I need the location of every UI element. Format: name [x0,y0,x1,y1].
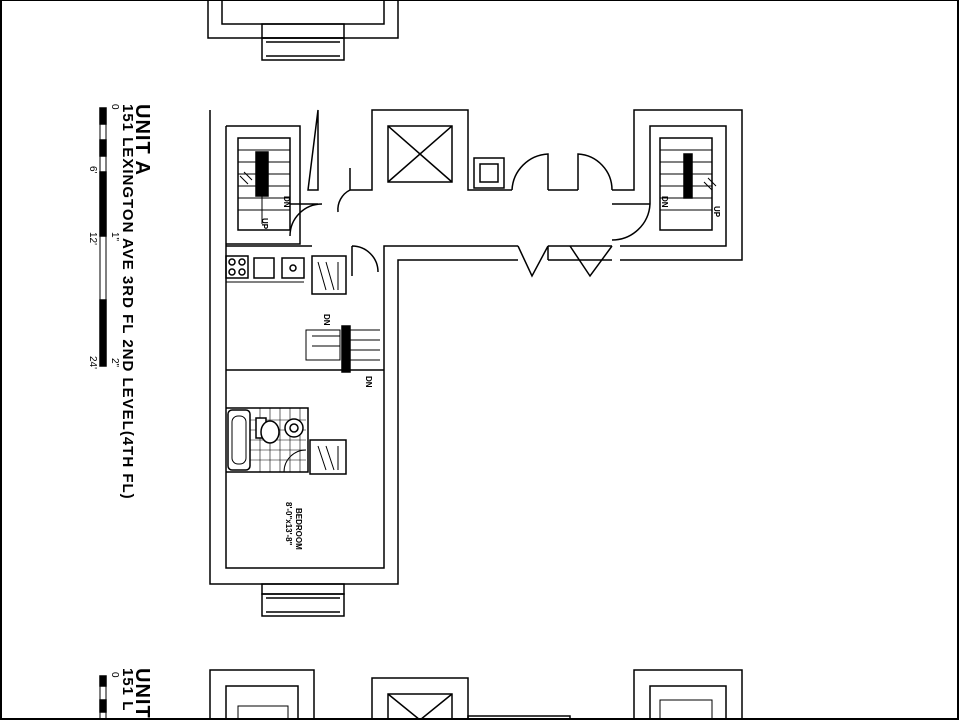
stair-up-label-left: UP [260,218,269,230]
scale-bar: 0 6' 12' 24' 1" 2" [87,104,120,369]
scale-label-24ft: 24' [87,356,98,369]
lower-scale-label-0: 0 [109,672,120,678]
stair-dn-label-right: DN [660,196,669,208]
upper-unit-fragment [207,0,399,61]
scale-label-12ft: 12' [87,232,98,245]
unit-a-address: 151 LEXINGTON AVE 3RD FL 2ND LEVEL(4TH F… [119,104,136,500]
unit-a-annotations: UP DN DN UP DN DN BEDROOM 8'-0"x13'-8" [260,196,721,550]
unit-a-plan [209,109,743,617]
unit-a-inner-wall [225,125,727,569]
lower-unit-fragment: 0 [99,669,743,721]
scale-label-1in: 1" [109,232,120,242]
stair-up-label-right: UP [712,206,721,218]
scale-label-0: 0 [109,104,120,110]
scale-label-6ft: 6' [87,166,98,174]
stair-dn-label-left: DN [282,196,291,208]
bedroom-size: 8'-0"x13'-8" [284,502,293,546]
bedroom-name: BEDROOM [294,508,303,550]
interior-stair-dn-label-top: DN [322,314,331,326]
scale-label-2in: 2" [109,358,120,368]
lower-unit-address: 151 L [119,668,136,712]
unit-a-outer-wall [209,109,743,585]
interior-stair-dn-label-bottom: DN [364,376,373,388]
